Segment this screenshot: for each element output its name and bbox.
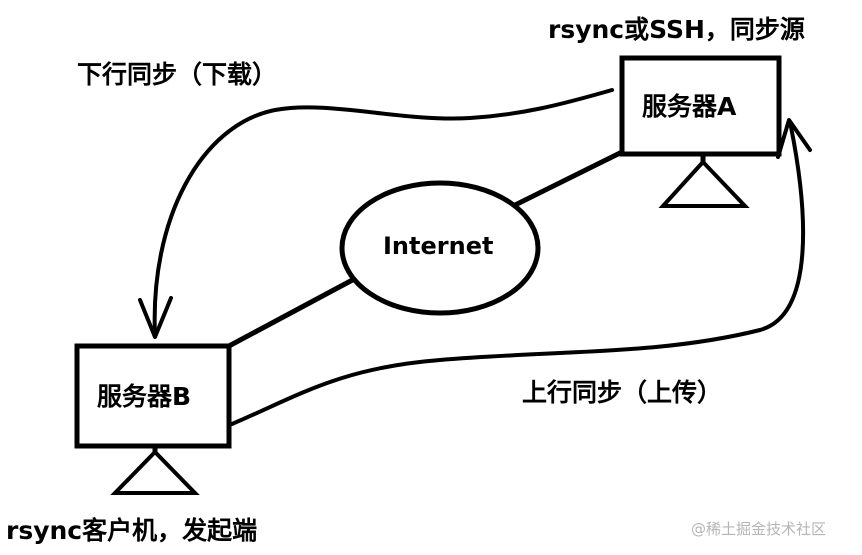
server-a-label: 服务器A bbox=[642, 92, 737, 121]
download-arrow-curve bbox=[152, 88, 614, 337]
server-a-stand bbox=[658, 159, 750, 208]
watermark: @稀土掘金技术社区 bbox=[691, 520, 827, 538]
upload-label: 上行同步（上传） bbox=[522, 378, 723, 407]
upload-arrowhead bbox=[776, 118, 812, 159]
upload-arrow-curve bbox=[230, 120, 806, 426]
download-label: 下行同步（下载） bbox=[77, 60, 278, 89]
internet-ellipse bbox=[339, 180, 541, 316]
server-a-box bbox=[619, 55, 782, 157]
server-b-role-label: rsync客户机，发起端 bbox=[6, 516, 258, 545]
server-b-label: 服务器B bbox=[97, 382, 192, 411]
link-a-internet bbox=[502, 149, 625, 213]
server-a-role-label: rsync或SSH，同步源 bbox=[548, 15, 805, 44]
server-b-stand bbox=[110, 449, 200, 495]
internet-label: Internet bbox=[383, 232, 494, 260]
download-arrowhead bbox=[138, 296, 173, 339]
link-b-internet bbox=[226, 274, 361, 349]
